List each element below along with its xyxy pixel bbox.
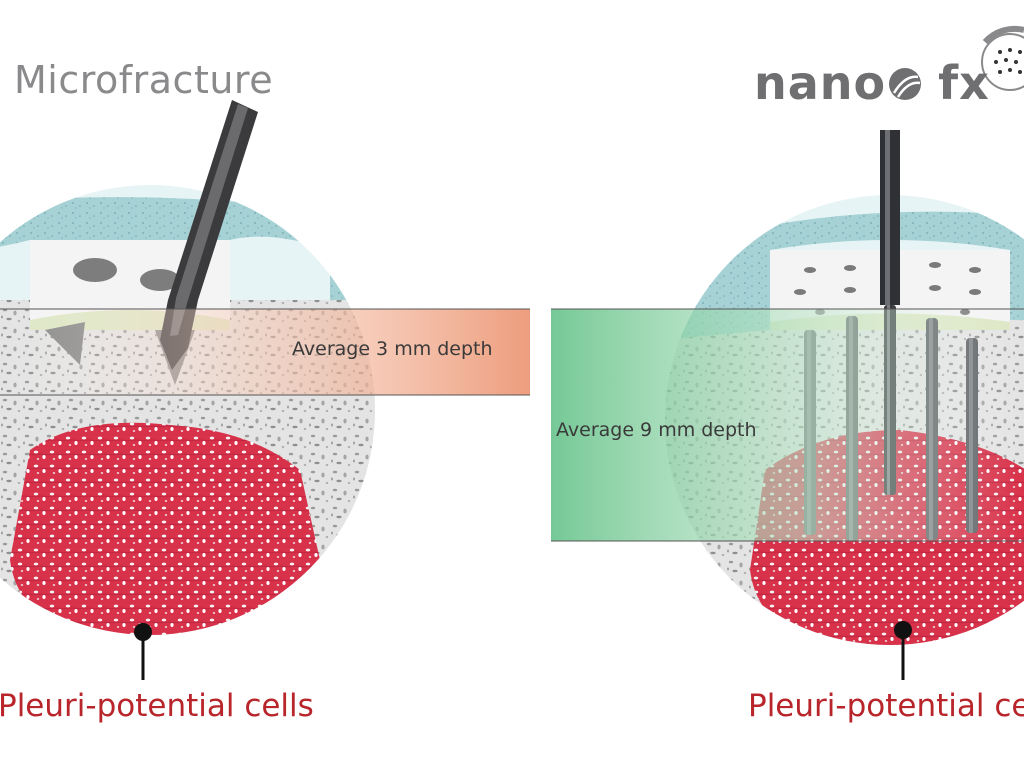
logo-word-nano: nano [754,56,887,110]
right-cartilage [665,211,1024,340]
depth-band-left [0,308,530,396]
cells-label-right: Pleuri-potential cells [748,688,1024,724]
right-pointer-dot [894,621,912,639]
nanofx-logo: nano fx [754,56,990,110]
logo-word-fx: fx [938,56,990,110]
left-hole [73,258,117,282]
left-hole [140,269,180,291]
logo-ball-icon [889,68,922,100]
left-marrow [10,422,320,635]
depth-label-left: Average 3 mm depth [292,338,493,360]
cells-label-left: Pleuri-potential cells [0,688,314,724]
microfracture-title: Microfracture [14,58,274,102]
awl-icon [160,100,258,370]
dotted-sphere-icon [981,25,1024,91]
depth-band-right [551,308,1024,542]
left-pointer-dot [134,623,152,641]
depth-label-right: Average 9 mm depth [556,419,757,441]
